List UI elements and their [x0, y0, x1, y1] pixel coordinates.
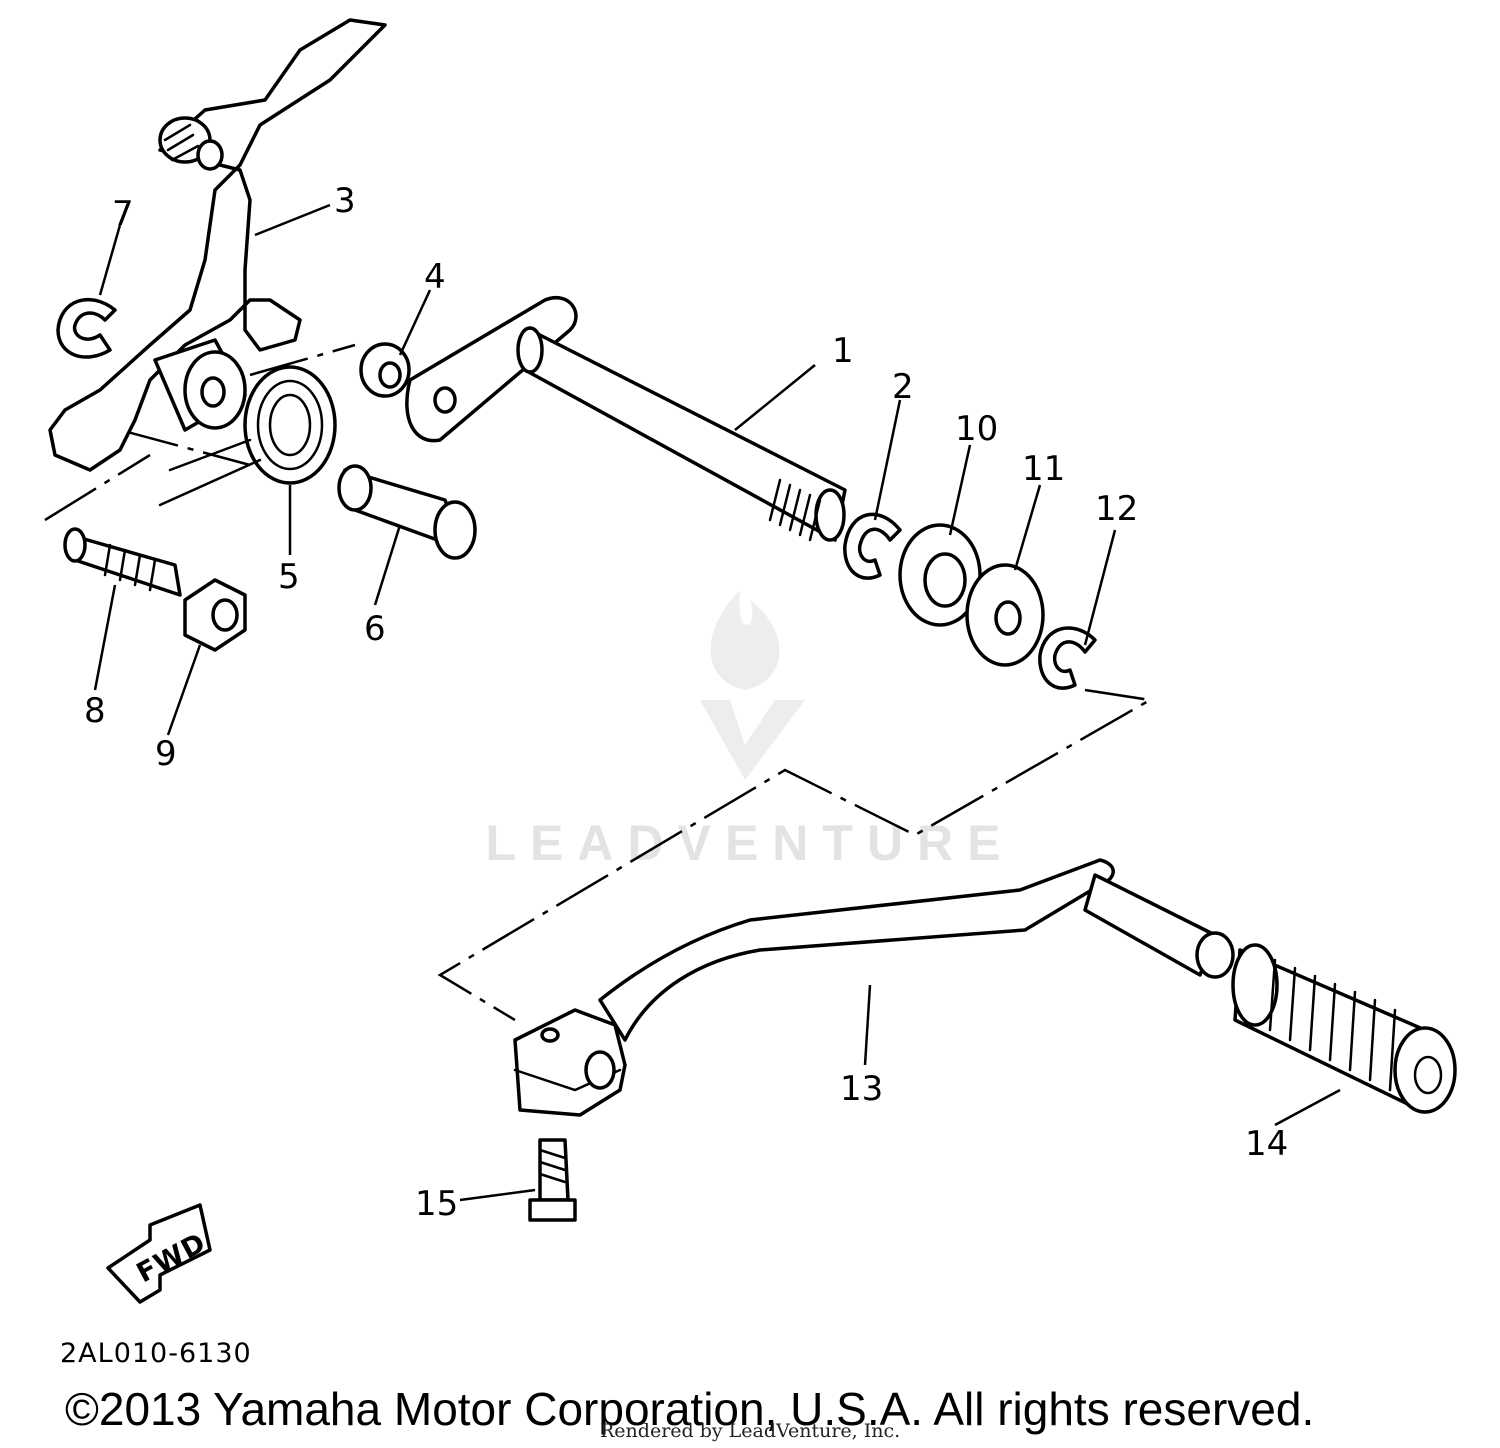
label-7: 7 — [112, 194, 134, 234]
part-12-circlip — [1038, 626, 1097, 690]
part-8-bolt — [63, 527, 182, 597]
part-5-spring — [158, 365, 337, 507]
label-10: 10 — [955, 409, 998, 449]
leader-lines — [93, 203, 1341, 1202]
label-3: 3 — [334, 181, 356, 221]
label-4: 4 — [424, 257, 446, 297]
label-5: 5 — [278, 557, 300, 597]
part-2-circlip — [843, 512, 902, 580]
label-14: 14 — [1245, 1124, 1288, 1164]
copyright-notice: ©2013 Yamaha Motor Corporation, U.S.A. A… — [65, 1383, 1314, 1435]
watermark-text: LEADVENTURE — [485, 815, 1014, 871]
part-15-bolt — [528, 1138, 577, 1222]
part-13-shift-pedal — [513, 858, 1235, 1117]
part-11-washer — [965, 563, 1045, 667]
label-11: 11 — [1022, 449, 1065, 489]
label-12: 12 — [1095, 489, 1138, 529]
label-15: 15 — [415, 1184, 458, 1224]
label-2: 2 — [892, 367, 914, 407]
label-6: 6 — [364, 609, 386, 649]
label-9: 9 — [155, 734, 177, 774]
rendered-by: Rendered by LeadVenture, Inc. — [600, 1420, 900, 1442]
watermark-logo — [700, 590, 805, 780]
part-14-pedal-rubber — [1231, 943, 1457, 1114]
part-4-bush — [359, 342, 411, 398]
part-labels: 1 2 3 4 5 6 7 8 9 10 11 12 13 14 15 — [84, 181, 1288, 1224]
label-8: 8 — [84, 691, 106, 731]
drawing-code: 2AL010-6130 — [60, 1338, 252, 1369]
part-9-nut — [183, 578, 247, 652]
label-1: 1 — [832, 331, 854, 371]
part-1-shift-shaft — [405, 296, 847, 542]
part-7-circlip — [56, 298, 117, 359]
part-3-shift-arm — [48, 18, 387, 472]
fwd-arrow-icon: FWD — [106, 1203, 212, 1304]
part-6-pin — [337, 464, 477, 560]
collar — [153, 338, 247, 432]
label-13: 13 — [840, 1069, 883, 1109]
assembly-lines — [44, 343, 1154, 1022]
